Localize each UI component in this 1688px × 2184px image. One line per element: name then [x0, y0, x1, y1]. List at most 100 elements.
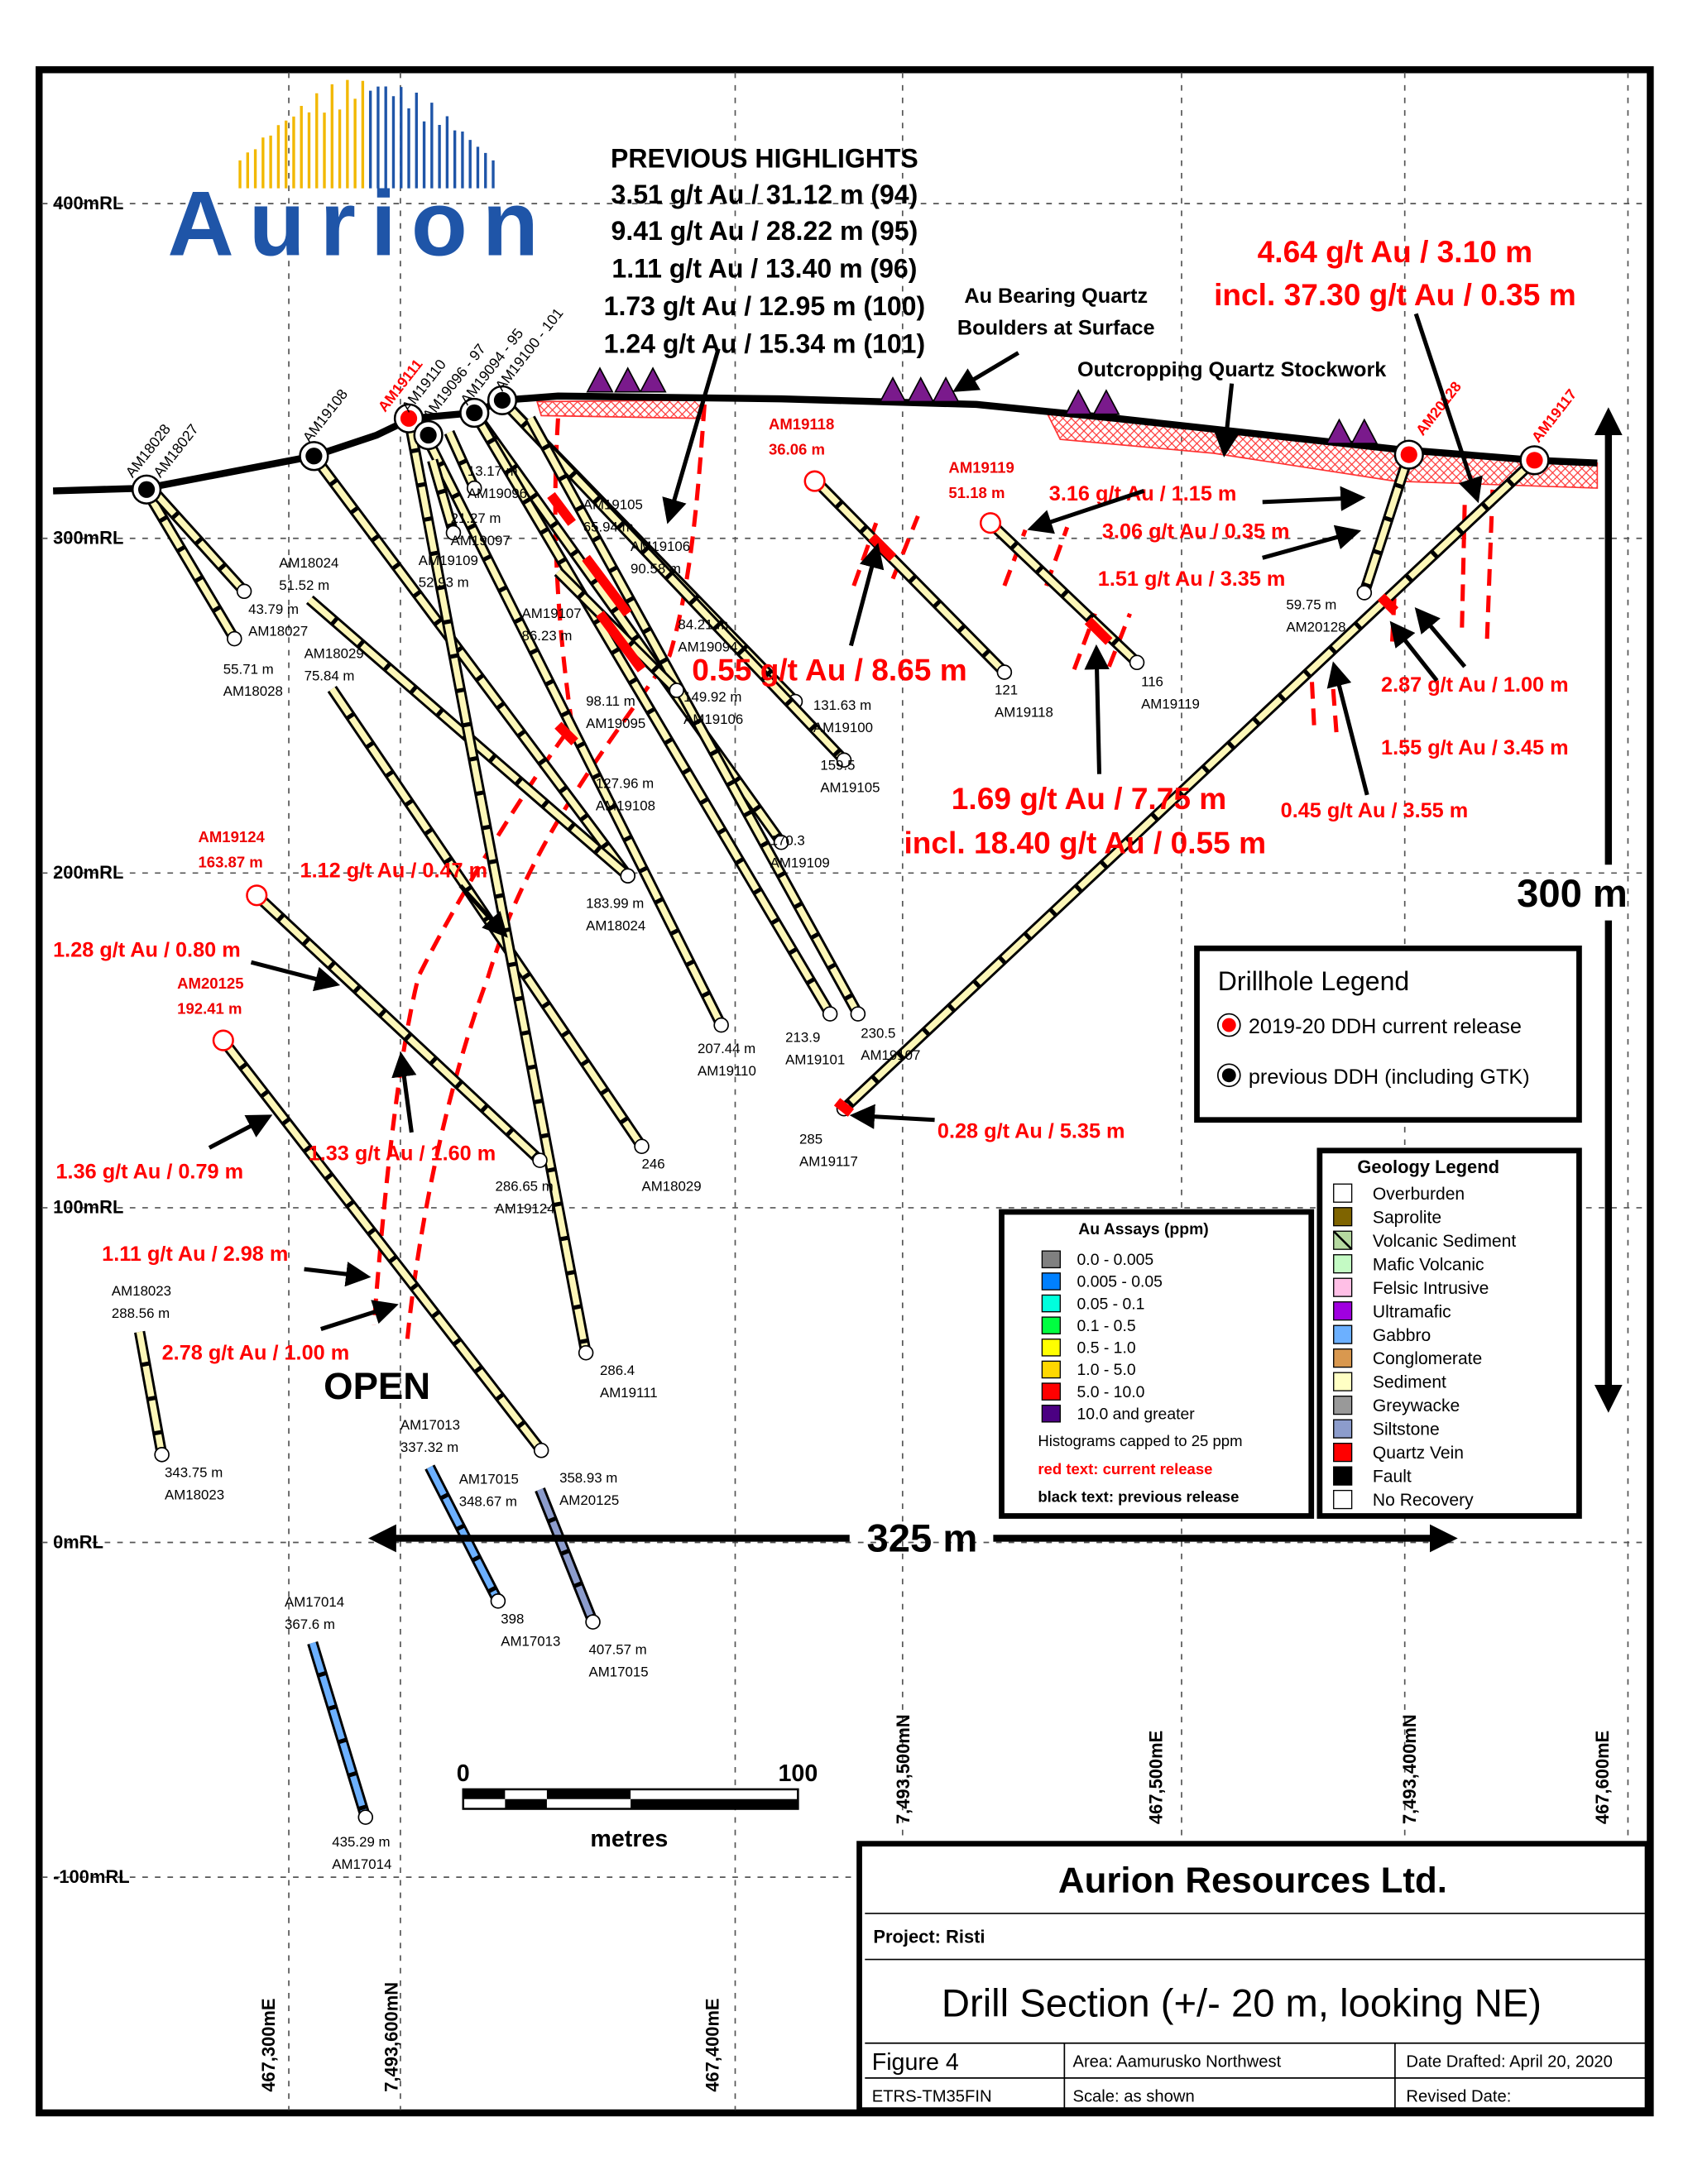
stockwork-note: Outcropping Quartz Stockwork — [1077, 358, 1387, 381]
hole-label: AM19118 — [995, 705, 1053, 721]
geology-swatch — [1333, 1419, 1353, 1439]
quartz-boulder-icon — [1064, 389, 1092, 415]
drill-hole-trace — [444, 429, 482, 496]
drill-hole-trace — [403, 417, 594, 1361]
drill-hole-trace — [420, 432, 729, 1033]
scale-unit: metres — [590, 1826, 668, 1852]
geology-legend: Geology Legend OverburdenSaproliteVolcan… — [1316, 1147, 1582, 1519]
hole-label: AM19111 — [600, 1385, 658, 1401]
arrow — [848, 543, 885, 647]
current-hole-label: AM19124 — [198, 828, 265, 845]
hole-label: AM18024 — [279, 555, 338, 571]
hole-label: 149.92 m — [683, 689, 741, 705]
grid-coordinate-label: 467,600mE — [1592, 1731, 1613, 1824]
current-collar-marker[interactable] — [246, 884, 268, 907]
current-collar-marker[interactable] — [979, 512, 1002, 534]
au-legend-label: 0.005 - 0.05 — [1077, 1273, 1163, 1291]
au-legend-title: Au Assays (ppm) — [1078, 1220, 1209, 1238]
arrow — [849, 1104, 935, 1129]
current-collar-marker[interactable] — [212, 1029, 234, 1051]
geology-swatch — [1333, 1277, 1353, 1297]
geology-legend-label: Siltstone — [1373, 1420, 1440, 1439]
hole-label: 367.6 m — [285, 1616, 335, 1632]
intercept-label: 1.36 g/t Au / 0.79 m — [56, 1161, 244, 1184]
hole-label: 407.57 m — [588, 1641, 646, 1657]
collar-marker[interactable] — [299, 441, 329, 472]
current-hole-label: 51.18 m — [948, 484, 1005, 501]
hole-label: 51.52 m — [279, 577, 329, 593]
quartz-boulder-icon — [586, 366, 614, 393]
intercept-label: 1.33 g/t Au / 1.60 m — [309, 1142, 496, 1166]
hole-label: AM19106 — [683, 711, 743, 727]
quartz-boulder-area — [535, 399, 706, 419]
area-name: Area: Aamurusko Northwest — [1072, 2052, 1281, 2071]
hole-label: AM19109 — [419, 553, 478, 568]
drill-hole-trace — [812, 477, 1013, 680]
quartz-boulder-icon — [1325, 418, 1354, 444]
au-legend-red-note: red text: current release — [1038, 1460, 1212, 1478]
grid-coordinate-label: 7,493,500mN — [893, 1714, 914, 1824]
quartz-vein-segment — [582, 554, 632, 617]
arrow — [662, 347, 721, 524]
intercept-label: 1.11 g/t Au / 2.98 m — [102, 1243, 288, 1266]
collar-marker[interactable] — [413, 419, 444, 451]
au-swatch — [1041, 1272, 1061, 1291]
hole-label: AM17014 — [332, 1856, 391, 1872]
collar-marker[interactable] — [131, 474, 162, 505]
drill-hole-trace — [525, 415, 866, 1022]
hole-label: 55.71 m — [223, 661, 274, 677]
hole-label: AM17015 — [588, 1664, 648, 1679]
hole-label: 84.21 m — [678, 616, 728, 632]
collar-marker[interactable] — [1519, 445, 1550, 476]
figure-number: Figure 4 — [872, 2049, 959, 2076]
quartz-vein-segment — [1084, 617, 1113, 645]
collar-marker[interactable] — [393, 403, 424, 433]
grid-coordinate-label: 7,493,600mN — [381, 1982, 402, 2092]
map-frame — [36, 66, 1654, 2117]
hole-label: 286.4 — [600, 1363, 635, 1378]
intercept-label: 1.69 g/t Au / 7.75 m — [952, 781, 1226, 816]
intercept-label: 1.28 g/t Au / 0.80 m — [53, 938, 241, 961]
legend-current-ddh: 2019-20 DDH current release — [1249, 1015, 1522, 1038]
hole-label: 285 — [799, 1131, 822, 1147]
quartz-boulder-markers — [586, 366, 1379, 444]
geology-swatch — [1333, 1324, 1353, 1344]
collar-marker[interactable] — [1393, 439, 1424, 470]
arrow — [1214, 383, 1240, 457]
intercept-label: 0.45 g/t Au / 3.55 m — [1281, 799, 1469, 822]
arrow — [250, 960, 341, 992]
geology-swatch — [1333, 1183, 1353, 1203]
arrow — [1262, 524, 1362, 560]
hole-label: 116 — [1141, 673, 1163, 689]
hole-label: AM19095 — [586, 716, 645, 731]
hole-label: 288.56 m — [112, 1305, 170, 1321]
hole-label: 52.93 m — [419, 575, 469, 591]
hole-label: AM18023 — [112, 1283, 171, 1299]
au-swatch — [1041, 1316, 1061, 1334]
scale-start: 0 — [457, 1760, 470, 1787]
rl-label: 200mRL — [53, 862, 123, 883]
hole-label: 43.79 m — [248, 601, 299, 617]
drill-hole-trace — [469, 410, 838, 1022]
hole-label: 246 — [642, 1157, 665, 1172]
quartz-boulder-icon — [639, 366, 667, 393]
hole-label: AM19094 — [678, 639, 737, 654]
geology-swatch — [1333, 1207, 1353, 1227]
quartz-boulder-icon — [1350, 418, 1379, 444]
au-legend-note: Histograms capped to 25 ppm — [1038, 1432, 1242, 1449]
geology-legend-label: Felsic Intrusive — [1373, 1279, 1489, 1298]
au-swatch — [1041, 1360, 1061, 1379]
quartz-boulder-icon — [932, 376, 960, 403]
arrow — [1262, 486, 1366, 511]
geology-legend-label: Mafic Volcanic — [1373, 1255, 1484, 1274]
intercept-label: 3.16 g/t Au / 1.15 m — [1049, 482, 1237, 505]
geology-legend-label: Fault — [1373, 1468, 1412, 1487]
collar-marker[interactable] — [487, 385, 518, 415]
current-collar-marker[interactable] — [803, 470, 826, 492]
geology-swatch — [1333, 1254, 1353, 1274]
collar-marker[interactable] — [459, 397, 490, 429]
hole-label: AM18029 — [642, 1179, 702, 1195]
rl-label: 400mRL — [53, 193, 123, 213]
hole-label: AM19117 — [799, 1153, 858, 1169]
